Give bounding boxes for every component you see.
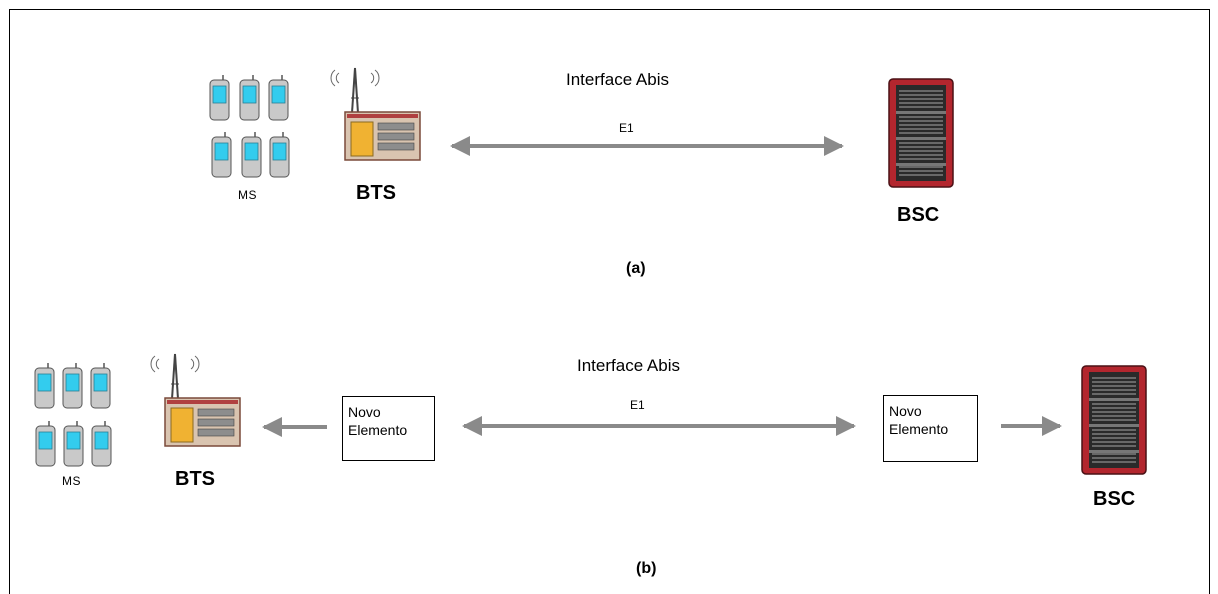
bsc-rack-icon bbox=[888, 78, 954, 188]
mobile-phone-icon bbox=[90, 362, 111, 409]
caption-a: (a) bbox=[626, 260, 646, 277]
bts-label-a: BTS bbox=[356, 182, 396, 204]
e1-label-a: E1 bbox=[619, 121, 634, 135]
novo-elemento-box-right: Novo Elemento bbox=[883, 395, 978, 462]
mobile-phone-icon bbox=[239, 74, 260, 121]
mobile-phone-icon bbox=[91, 420, 112, 467]
interface-label-b: Interface Abis bbox=[577, 356, 681, 375]
e1-label-b: E1 bbox=[630, 398, 645, 412]
bts-tower-icon bbox=[150, 353, 241, 447]
novo-elemento-line2: Elemento bbox=[348, 422, 408, 438]
novo-elemento-line2: Elemento bbox=[889, 421, 949, 437]
bts-label-b: BTS bbox=[175, 468, 215, 490]
novo-elemento-box-left: Novo Elemento bbox=[342, 396, 435, 461]
ms-group-a bbox=[209, 74, 290, 178]
bts-tower-icon bbox=[330, 67, 421, 161]
mobile-phone-icon bbox=[35, 420, 56, 467]
bsc-rack-icon bbox=[1081, 365, 1147, 475]
novo-elemento-line1: Novo bbox=[348, 404, 381, 420]
mobile-phone-icon bbox=[209, 74, 230, 121]
caption-b: (b) bbox=[636, 560, 657, 577]
ms-label-a: MS bbox=[238, 188, 257, 202]
mobile-phone-icon bbox=[268, 74, 289, 121]
bsc-label-a: BSC bbox=[897, 204, 940, 226]
bsc-label-b: BSC bbox=[1093, 488, 1136, 510]
mobile-phone-icon bbox=[241, 131, 262, 178]
mobile-phone-icon bbox=[269, 131, 290, 178]
ms-label-b: MS bbox=[62, 474, 81, 488]
mobile-phone-icon bbox=[211, 131, 232, 178]
figure-frame bbox=[9, 9, 1210, 594]
interface-label-a: Interface Abis bbox=[566, 70, 670, 89]
mobile-phone-icon bbox=[63, 420, 84, 467]
novo-elemento-line1: Novo bbox=[889, 403, 922, 419]
mobile-phone-icon bbox=[34, 362, 55, 409]
ms-group-b bbox=[34, 362, 112, 467]
mobile-phone-icon bbox=[62, 362, 83, 409]
